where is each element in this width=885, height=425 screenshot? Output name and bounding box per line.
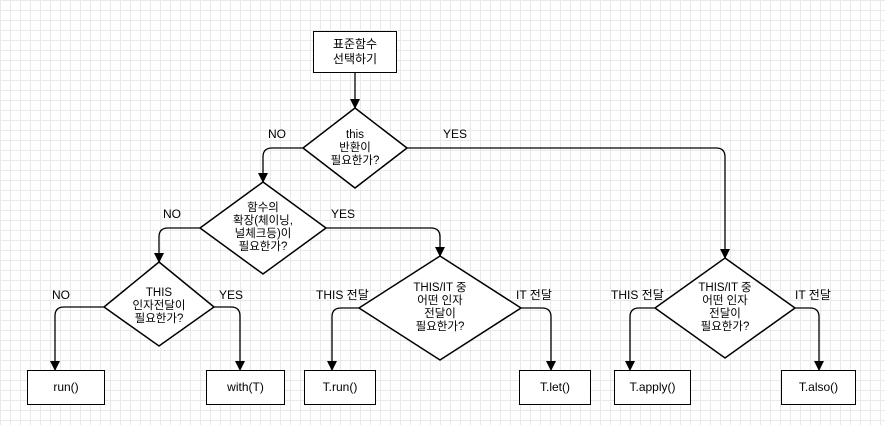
result-run: run() [27,370,105,405]
edge-label-it-pass-left: IT 전달 [516,288,552,302]
edge-extension-no [154,227,200,263]
decision-this-it-right-shape [653,257,797,359]
result-t-apply: T.apply() [614,370,691,405]
decision-this-arg-shape [102,261,216,347]
edge-this-arg-yes [214,306,245,371]
edge-label-it-pass-right: IT 전달 [795,288,831,302]
decision-this-return-shape [301,107,409,189]
result-t-run: T.run() [304,370,376,405]
edge-label-this-pass-right: THIS 전달 [611,288,664,302]
edge-label-no-1: NO [268,127,286,141]
edge-this-return-no [258,147,303,183]
edge-this-it-right-it [795,307,824,371]
decision-extension-shape [198,181,328,275]
edge-label-yes-3: YES [219,288,244,302]
edge-this-it-right-this [625,307,655,371]
edge-label-yes-1: YES [443,127,468,141]
decision-this-it-left-shape [357,255,523,361]
edge-this-arg-no [50,306,104,371]
result-t-let: T.let() [519,370,591,405]
result-t-also: T.also() [781,370,856,405]
edge-this-it-left-it [521,307,556,371]
start-box: 표준함수 선택하기 [313,31,397,73]
edge-label-no-3: NO [52,288,70,302]
edge-extension-yes [326,227,445,257]
edge-label-yes-2: YES [331,207,356,221]
edge-this-it-left-this [327,307,359,371]
edge-label-this-pass-left: THIS 전달 [316,288,369,302]
edge-label-no-2: NO [163,207,181,221]
edge-this-return-yes [407,147,730,259]
result-with: with(T) [206,370,285,405]
